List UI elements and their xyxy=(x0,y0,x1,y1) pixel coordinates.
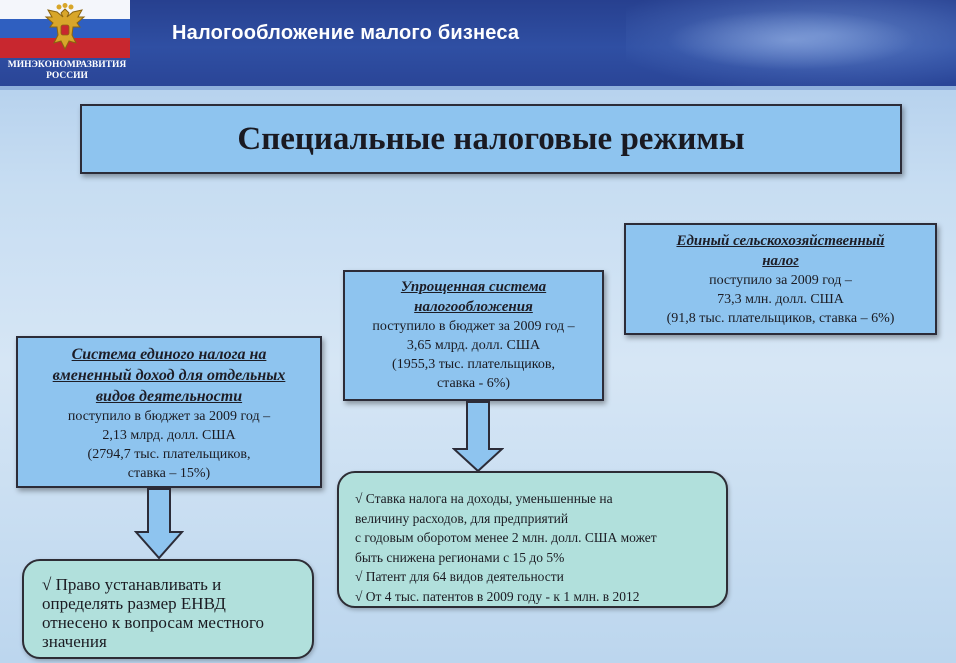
regime-title: Упрощенная система налогообложения xyxy=(400,279,547,315)
double-headed-eagle-icon xyxy=(40,2,90,54)
header-bar: МИНЭКОНОМРАЗВИТИЯ РОССИИ Налогообложение… xyxy=(0,0,956,90)
russia-map-decoration xyxy=(626,0,956,86)
regime-details: поступило за 2009 год – 73,3 млн. долл. … xyxy=(666,273,895,326)
regime-box-usn: Упрощенная система налогообложения посту… xyxy=(343,270,604,401)
regime-details: поступило в бюджет за 2009 год – 3,65 мл… xyxy=(372,319,575,391)
page-title: Налогообложение малого бизнеса xyxy=(172,22,520,44)
regime-box-envd: Система единого налога на вмененный дохо… xyxy=(16,336,322,488)
regime-title: Единый сельскохозяйственный налог xyxy=(676,233,885,269)
ministry-label: МИНЭКОНОМРАЗВИТИЯ РОССИИ xyxy=(7,60,127,81)
regime-box-eshn: Единый сельскохозяйственный налог поступ… xyxy=(624,223,937,335)
note-usn: √ Ставка налога на доходы, уменьшенные н… xyxy=(337,471,728,608)
down-arrow-icon xyxy=(134,488,184,560)
regime-title: Система единого налога на вмененный дохо… xyxy=(52,346,286,405)
note-envd: √ Право устанавливать и определять разме… xyxy=(22,559,314,659)
regime-details: поступило в бюджет за 2009 год – 2,13 мл… xyxy=(67,409,271,481)
section-title: Специальные налоговые режимы xyxy=(80,104,902,174)
down-arrow-icon xyxy=(452,401,504,473)
